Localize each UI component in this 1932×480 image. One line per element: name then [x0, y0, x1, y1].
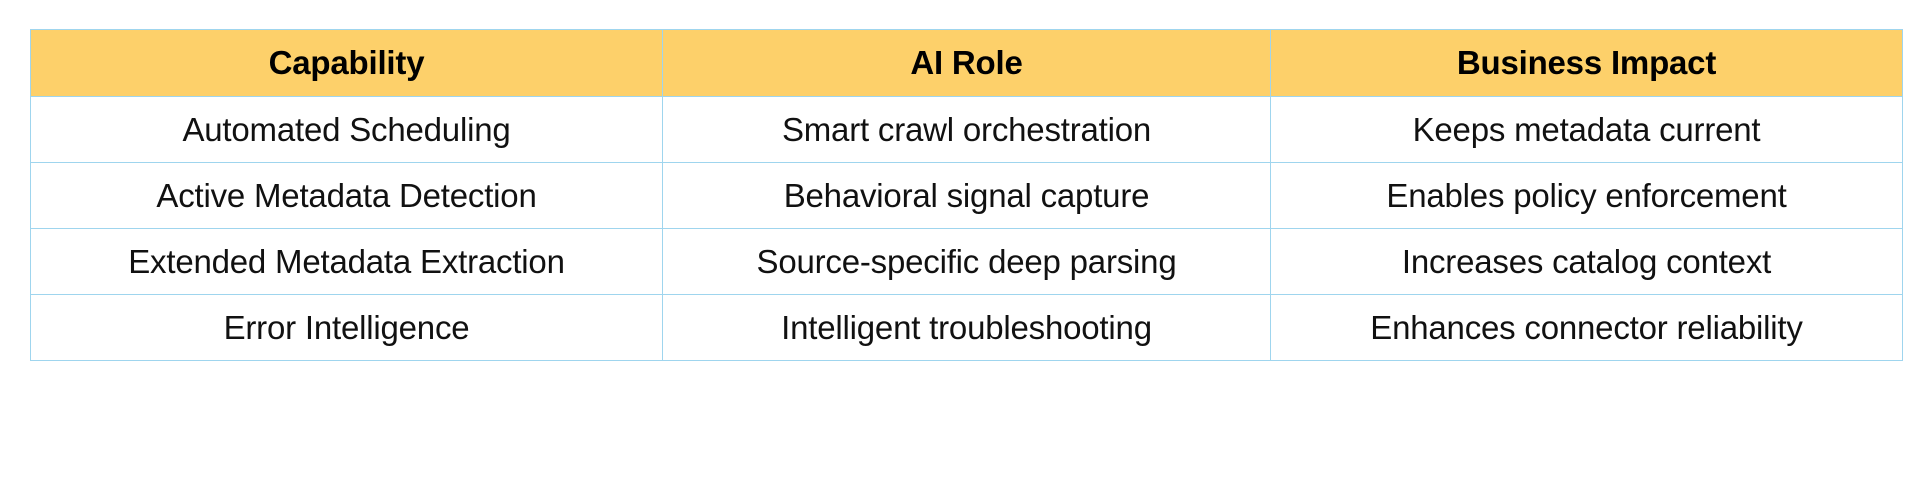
column-header-ai-role: AI Role: [662, 29, 1271, 97]
capability-table-container: Capability AI Role Business Impact Autom…: [30, 29, 1903, 361]
cell-ai-role: Behavioral signal capture: [662, 162, 1271, 229]
table-row: Error Intelligence Intelligent troublesh…: [30, 294, 1903, 361]
table-header: Capability AI Role Business Impact: [30, 29, 1903, 97]
cell-capability: Error Intelligence: [30, 294, 663, 361]
table-row: Active Metadata Detection Behavioral sig…: [30, 162, 1903, 229]
cell-capability: Automated Scheduling: [30, 96, 663, 163]
column-header-business-impact: Business Impact: [1270, 29, 1903, 97]
cell-capability: Extended Metadata Extraction: [30, 228, 663, 295]
cell-business-impact: Keeps metadata current: [1270, 96, 1903, 163]
cell-capability: Active Metadata Detection: [30, 162, 663, 229]
table-row: Extended Metadata Extraction Source-spec…: [30, 228, 1903, 295]
table-row: Automated Scheduling Smart crawl orchest…: [30, 96, 1903, 163]
cell-ai-role: Intelligent troubleshooting: [662, 294, 1271, 361]
cell-business-impact: Enhances connector reliability: [1270, 294, 1903, 361]
table-body: Automated Scheduling Smart crawl orchest…: [30, 96, 1903, 361]
cell-ai-role: Source-specific deep parsing: [662, 228, 1271, 295]
column-header-capability: Capability: [30, 29, 663, 97]
capability-table: Capability AI Role Business Impact Autom…: [30, 29, 1903, 361]
cell-ai-role: Smart crawl orchestration: [662, 96, 1271, 163]
cell-business-impact: Enables policy enforcement: [1270, 162, 1903, 229]
cell-business-impact: Increases catalog context: [1270, 228, 1903, 295]
table-header-row: Capability AI Role Business Impact: [30, 29, 1903, 97]
